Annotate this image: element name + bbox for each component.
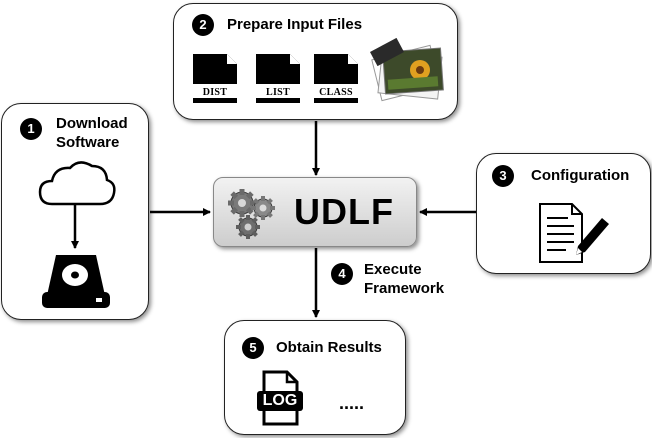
document-icon (256, 54, 300, 103)
document-icon (314, 54, 358, 103)
gears-icon (228, 189, 275, 239)
download-title-line2: Software (56, 134, 120, 151)
step-3-badge: 3 (492, 165, 514, 187)
document-icon (193, 54, 237, 103)
prepare-input-files-title: Prepare Input Files (227, 16, 363, 33)
cloud-icon (38, 161, 116, 206)
log-file-label: LOG (262, 392, 298, 409)
udlf-label: UDLF (294, 191, 394, 232)
step-2-badge: 2 (192, 14, 214, 36)
file-label-dist: DIST (202, 87, 228, 98)
step-4-badge: 4 (331, 263, 353, 285)
notepad-pencil-icon (539, 203, 609, 263)
configuration-title: Configuration (531, 167, 630, 184)
step-5-badge: 5 (242, 337, 264, 359)
execute-title-line2: Framework (364, 280, 445, 297)
execute-title-line1: Execute (364, 261, 422, 278)
more-results-ellipsis: ..... (339, 393, 365, 413)
log-file-icon (257, 370, 303, 426)
hard-drive-icon (42, 255, 110, 308)
image-stack-icon (370, 37, 444, 102)
download-title-line1: Download (56, 115, 128, 132)
step-1-badge: 1 (20, 118, 42, 140)
file-label-class: CLASS (319, 87, 353, 98)
obtain-results-title: Obtain Results (276, 339, 382, 356)
file-label-list: LIST (266, 87, 290, 98)
